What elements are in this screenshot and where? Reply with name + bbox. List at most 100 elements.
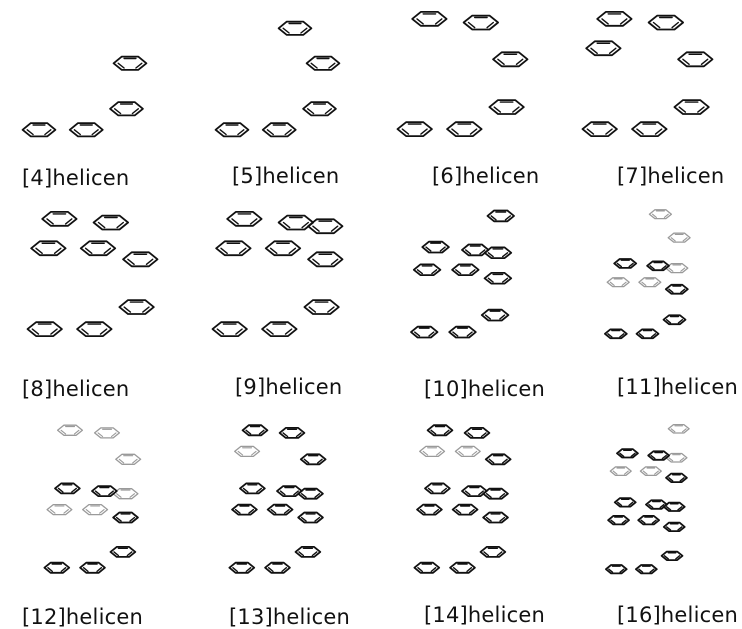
double-bond (231, 218, 239, 225)
double-bond (245, 429, 252, 435)
benzene-ring (214, 122, 250, 138)
benzene-ring (231, 503, 258, 516)
helicene-structure (211, 210, 344, 338)
benzene-ring (211, 321, 248, 338)
double-bond (245, 566, 252, 573)
benzene-ring (46, 503, 73, 516)
double-bond (661, 454, 667, 460)
benzene-ring (91, 485, 118, 497)
double-bond (638, 333, 645, 338)
double-bond (431, 269, 438, 275)
double-bond (671, 21, 680, 29)
double-bond (483, 551, 490, 557)
double-bond (501, 252, 509, 258)
benzene-ring (479, 545, 507, 558)
double-bond (117, 62, 125, 69)
double-bond (427, 487, 434, 493)
benzene-ring (413, 561, 441, 574)
double-bond (270, 508, 277, 514)
double-bond (636, 128, 644, 135)
helicene-structure (43, 424, 142, 574)
double-bond (607, 333, 613, 338)
double-bond (115, 516, 122, 522)
double-bond (73, 429, 80, 435)
molecule-label: [6]helicen (432, 164, 540, 188)
benzene-ring (446, 121, 483, 138)
double-bond (306, 108, 315, 115)
double-bond (266, 129, 275, 136)
molecule-label: [8]helicen (22, 377, 130, 401)
double-bond (677, 526, 683, 531)
double-bond (312, 258, 320, 266)
double-bond (314, 516, 321, 522)
double-bond (455, 269, 462, 275)
double-bond (619, 333, 625, 338)
molecule-label: [14]helicen (424, 603, 545, 627)
double-bond (60, 566, 67, 573)
double-bond (327, 306, 335, 313)
benzene-ring (239, 482, 266, 495)
double-bond (677, 506, 683, 511)
helicene-structure (410, 209, 515, 339)
double-bond (678, 106, 687, 113)
molecule-cell: [9]helicen (185, 200, 370, 410)
double-bond (35, 247, 43, 254)
double-bond (455, 508, 462, 514)
molecule-label: [10]helicen (424, 377, 545, 401)
double-bond (113, 108, 122, 115)
benzene-ring (492, 51, 529, 68)
benzene-ring (276, 485, 303, 497)
double-bond (628, 262, 634, 268)
benzene-ring (92, 214, 130, 231)
molecule-label: [16]helicen (617, 603, 738, 627)
double-bond (512, 106, 520, 113)
double-bond (135, 62, 143, 69)
benzene-ring (660, 550, 684, 562)
double-bond (480, 432, 487, 438)
double-bond (679, 477, 685, 482)
benzene-ring (449, 561, 476, 574)
benzene-ring (451, 263, 480, 276)
double-bond (430, 429, 437, 435)
benzene-ring (56, 424, 84, 436)
double-bond (282, 432, 289, 438)
double-bond (654, 128, 663, 135)
double-bond (46, 218, 54, 225)
benzene-ring (480, 308, 510, 322)
benzene-ring (461, 243, 490, 257)
benzene-ring (596, 10, 633, 27)
benzene-ring (261, 321, 298, 338)
benzene-ring (228, 561, 256, 574)
double-bond (300, 492, 307, 499)
double-bond (85, 509, 92, 514)
benzene-ring (424, 482, 451, 495)
double-bond (471, 450, 478, 456)
double-bond (608, 568, 614, 573)
benzene-ring (483, 272, 513, 285)
double-bond (300, 27, 308, 34)
double-bond (103, 247, 112, 254)
benzene-ring (266, 503, 294, 516)
benzene-ring (277, 20, 313, 36)
double-bond (60, 429, 67, 435)
molecule-label: [11]helicen (617, 375, 738, 399)
molecule-cell: [6]helicen (370, 0, 555, 200)
double-bond (610, 519, 616, 524)
double-bond (609, 281, 615, 286)
benzene-ring (607, 515, 630, 526)
molecule-label: [4]helicen (22, 166, 130, 190)
benzene-ring (79, 561, 106, 574)
double-bond (466, 566, 473, 573)
double-bond (653, 281, 659, 286)
benzene-ring (416, 503, 443, 516)
double-bond (630, 452, 636, 458)
double-bond (680, 288, 686, 294)
double-bond (49, 509, 56, 514)
benzene-ring (646, 260, 670, 272)
double-bond (126, 551, 133, 557)
double-bond (451, 128, 459, 135)
benzene-ring (454, 445, 481, 458)
benzene-ring (486, 209, 515, 223)
molecule-cell: [12]helicen (0, 415, 185, 629)
